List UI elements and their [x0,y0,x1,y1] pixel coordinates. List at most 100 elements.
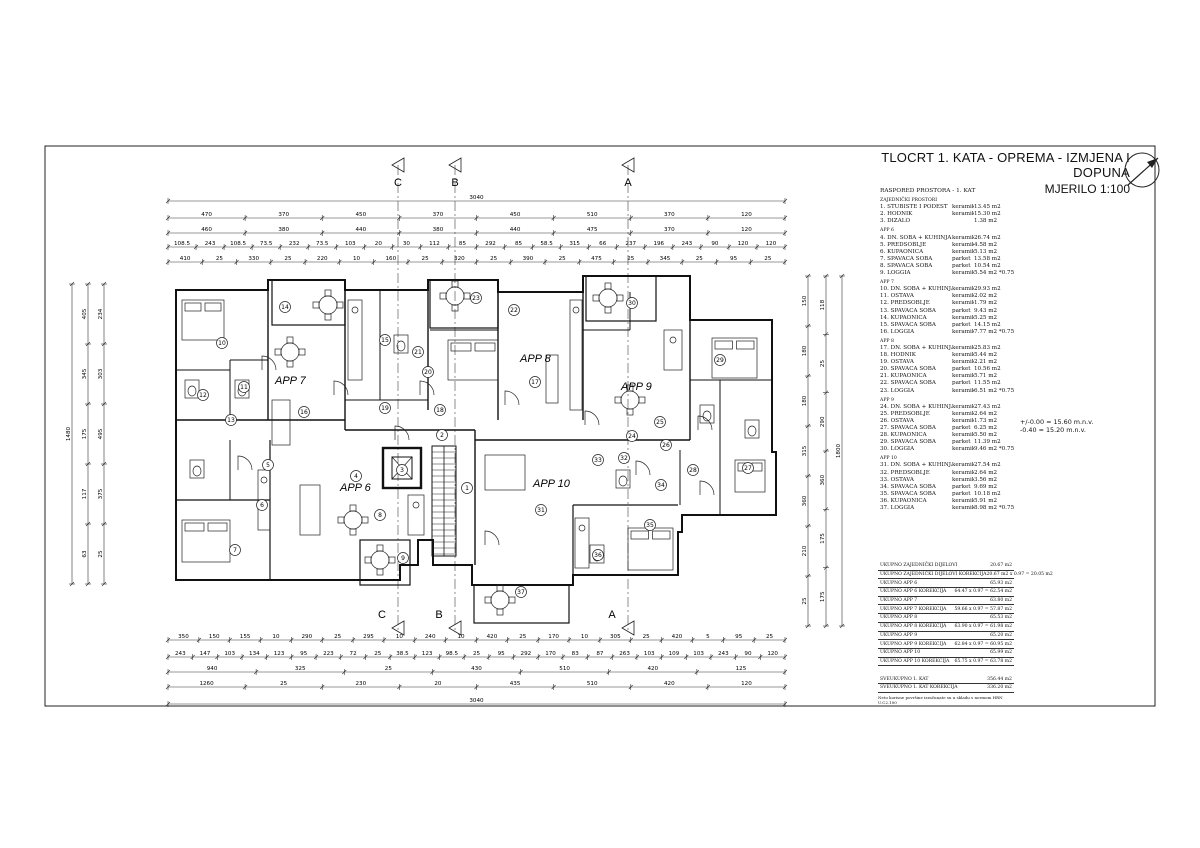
top-dimension-row3-label: 85 [515,241,523,247]
top-dimension-row3-label: 90 [711,241,719,247]
room-number-bubble [592,549,604,561]
room-name: 11. OSTAVA [880,293,914,300]
bottom-dimension-row2-label: 170 [545,651,556,657]
room-area: 29.93 m2 [974,286,1001,293]
room-area: 9.69 m2 [974,483,998,490]
top-dimension-row3-label: 243 [205,241,216,247]
bottom-dimension-row2-label: 243 [718,651,729,657]
room-schedule-row: 5. PREDSOBLJEkeramika4.58 m2 [880,242,1020,249]
room-schedule-row: 6. KUPAONICAkeramika5.13 m2 [880,249,1020,256]
room-number-markers: 1234567891011121314151617181920212223242… [197,292,754,598]
room-number: 28 [689,467,697,474]
totals-label: UKUPNO APP 8 KOREKCIJA [880,624,947,630]
room-area: 6.51 m2 *0.75 [974,387,1015,394]
top-dimension-row3-label: 85 [459,241,467,247]
top-dimension-row2-label: 440 [355,227,366,233]
bottom-dimension-row4-label: 1260 [199,681,214,687]
room-number: 21 [414,349,422,356]
bottom-dimension-row1-label: 290 [301,634,312,640]
room-area: 5.91 m2 [974,497,998,504]
room-number: 12 [199,392,207,399]
room-number: 5 [266,462,270,469]
bottom-dimension-row1-label: 10 [396,634,404,640]
room-number: 8 [378,512,382,519]
room-number-bubble [262,459,274,471]
room-number: 35 [646,522,654,529]
section-label-top: C [394,177,402,189]
bottom-dimension-row4-label: 510 [587,681,598,687]
bottom-dimension-row3-label: 25 [385,666,393,672]
room-schedule-row: 19. OSTAVAkeramika2.21 m2 [880,359,1020,366]
right-dimension-a-label: 180 [802,395,808,406]
totals-label: UKUPNO APP 10 [880,650,921,656]
right-dimension-b-label: 118 [820,299,826,310]
top-dimension-row4-label: 95 [730,256,738,262]
room-area: 13.58 m2 [974,255,1001,262]
room-floor: parket [952,490,971,497]
room-area: 1.38 m2 [974,218,998,225]
totals-value: 64.47 x 0.97 = 62.54 m2 [954,589,1012,595]
bottom-dimension-row2-label: 72 [350,651,357,657]
room-area: 9.43 m2 [974,307,998,314]
room-area: 25.83 m2 [974,344,1001,351]
totals-value: 356.44 m2 [987,676,1012,682]
top-dimension-row2-label: 440 [510,227,521,233]
room-floor: keramika [952,469,974,476]
right-dimension-a-label: 25 [802,597,808,605]
room-schedule-row: 30. LOGGIAkeramika9.46 m2 *0.75 [880,446,1020,453]
room-number-bubble [515,586,527,598]
room-floor: keramika [952,387,974,394]
room-area: 9.46 m2 *0.75 [974,446,1015,453]
section-label-bottom: C [378,609,386,621]
room-schedule-header: RASPORED PROSTORA - 1. KAT [880,188,976,194]
top-dimension-row3-label: 66 [599,241,607,247]
room-area: 26.74 m2 [974,234,1001,241]
right-dimension-b-label: 360 [820,474,826,485]
left-overall-dimension-label: 1480 [66,426,72,441]
top-dimension-row1-label: 510 [587,212,598,218]
room-name: 5. PREDSOBLJE [880,241,927,248]
room-name: 4. DN. SOBA + KUHINJA [880,234,952,241]
room-floor: keramika [952,328,974,335]
room-name: 25. PREDSOBLJE [880,410,930,417]
totals-label: UKUPNO APP 10 KOREKCIJA [880,658,950,664]
room-area: 5.44 m2 [974,352,998,359]
top-dimension-row3-label: 112 [429,241,440,247]
top-dimension-row3-label: 108.5 [174,241,190,247]
top-dimension-row2-label: 460 [201,227,212,233]
top-dimension-row1-label: 370 [433,212,444,218]
totals-label: UKUPNO APP 9 [880,632,918,638]
room-number: 27 [744,465,752,472]
room-floor: parket [952,255,971,262]
room-number: 20 [424,369,432,376]
bottom-dimension-row2-label: 38.5 [396,651,409,657]
top-dimension-row3-label: 103 [345,241,356,247]
elevation-note: -0.40 = 15.20 m.n.v. [1020,426,1086,434]
room-floor: parket [952,366,971,373]
totals-label: UKUPNO APP 7 KOREKCIJA [880,606,947,612]
room-number: 14 [281,304,289,311]
top-dimension-row3-label: 120 [766,241,777,247]
bottom-dimension-row2-label: 95 [300,651,308,657]
right-overall-dimension-label: 1800 [836,443,842,458]
top-dimension-row2-label: 475 [587,227,598,233]
right-dimension-b-label: 25 [820,360,826,368]
room-name: 24. DN. SOBA + KUHINJA [880,403,952,410]
north-arrow-icon [1124,152,1160,188]
stairwell [381,445,457,557]
room-schedule-row: 33. OSTAVAkeramika3.56 m2 [880,477,1020,484]
totals-value: 65.93 m2 [990,580,1012,586]
bottom-dimension-row2-label: 134 [249,651,260,657]
room-floor: parket [952,483,971,490]
room-number: 13 [227,417,235,424]
room-name: 9. LOGGIA [880,270,911,277]
bottom-dimension-row1-label: 295 [363,634,374,640]
room-floor: parket [952,425,971,431]
room-name: 13. SPAVAĆA SOBA [880,307,936,314]
